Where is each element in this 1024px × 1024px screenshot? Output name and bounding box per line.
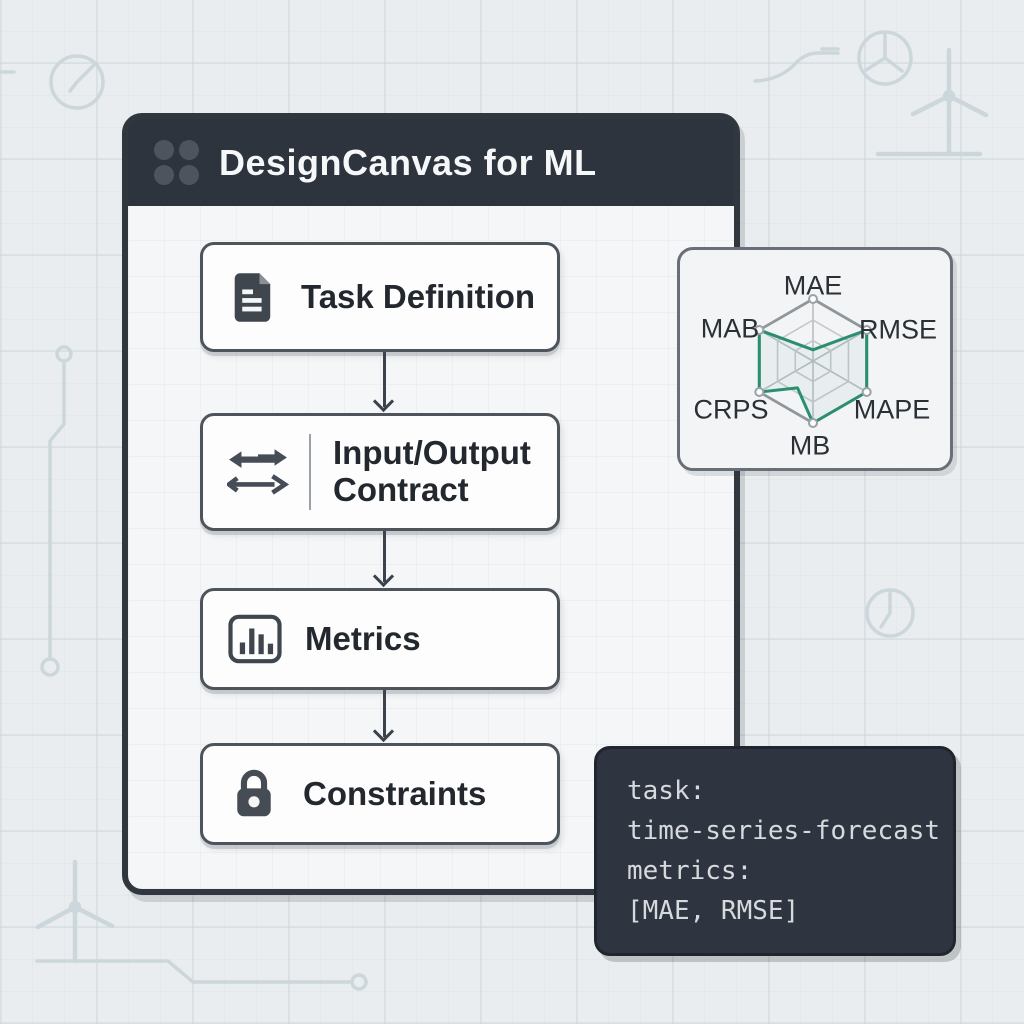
down-arrow-connector — [383, 690, 386, 737]
circuit-trace — [35, 959, 368, 991]
down-arrow-connector — [383, 352, 386, 407]
radar-axis-label: MB — [789, 430, 831, 461]
code-line: metrics: — [627, 856, 753, 886]
clock-icon — [0, 54, 105, 110]
flow-box-label: Constraints — [303, 774, 487, 812]
flow-box-label: Task Definition — [301, 277, 536, 315]
radar-axis-label: MAB — [700, 313, 760, 344]
panel-title: DesignCanvas for ML — [219, 141, 597, 183]
circuit-trace — [753, 51, 840, 83]
clock-icon — [865, 588, 915, 638]
wind-turbine-icon — [35, 859, 115, 964]
code-line: task: — [627, 776, 706, 806]
radar-chart — [754, 294, 872, 428]
wind-turbine-icon — [875, 47, 989, 157]
flow-box-constraints[interactable]: Constraints — [200, 743, 560, 845]
flow-box-task-definition[interactable]: Task Definition — [200, 242, 560, 352]
yaml-snippet-panel: task: time-series-forecast metrics: [MAE… — [594, 746, 956, 956]
flow-box-label: Input/Output Contract — [333, 434, 531, 508]
radar-axis-label: CRPS — [693, 394, 769, 425]
document-icon — [227, 269, 279, 325]
flow-box-label: Metrics — [305, 619, 421, 657]
code-line: time-series-forecast — [627, 816, 941, 846]
flow-box-metrics[interactable]: Metrics — [200, 588, 560, 690]
radar-axis-label: MAPE — [853, 394, 931, 425]
circuit-trace — [40, 345, 73, 677]
code-line: [MAE, RMSE] — [627, 896, 800, 926]
clock-icon — [820, 30, 913, 86]
bar-chart-icon — [227, 613, 283, 665]
swap-arrows-icon — [227, 441, 289, 503]
lock-icon — [227, 765, 281, 823]
metrics-radar-card: MAE RMSE MAPE MB CRPS MAB — [677, 247, 953, 471]
grid-dots-icon — [154, 140, 199, 185]
flow-box-input-output-contract[interactable]: Input/Output Contract — [200, 413, 560, 531]
radar-axis-label: MAE — [783, 270, 843, 301]
radar-axis-label: RMSE — [858, 314, 938, 345]
panel-header: DesignCanvas for ML — [128, 119, 734, 206]
down-arrow-connector — [383, 531, 386, 582]
icon-text-divider — [309, 434, 311, 510]
